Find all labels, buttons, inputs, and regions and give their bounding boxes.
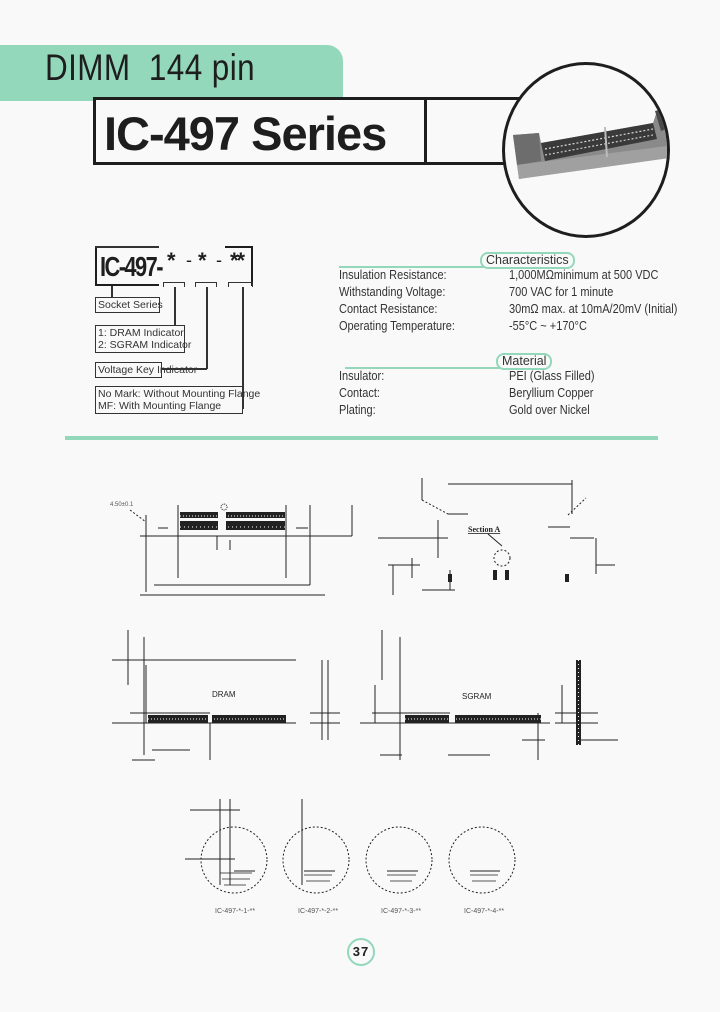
variant-details-drawing [185,799,516,894]
sep-1: - [186,250,192,270]
dram-label: DRAM [212,690,236,699]
material-heading: Material [496,353,553,370]
dram-indicator: 1: DRAM Indicator [98,327,184,339]
part-number-prefix-box: IC-497- [95,246,163,286]
no-flange-option: No Mark: Without Mounting Flange [98,388,261,400]
category-title: DIMM 144 pin [45,47,256,88]
variant-caption-1: IC-497-*-1-** [215,908,256,915]
characteristics-heading: Characteristics [480,252,575,269]
socket-series-box: Socket Series [95,297,163,313]
side-view-drawing: Section A [378,478,615,595]
connector-photo-icon [513,107,667,179]
section-a-label: Section A [468,525,500,534]
field-1: * [167,248,176,273]
voltage-key-box: Voltage Key Indicator [95,362,197,378]
series-title: IC-497 Series [104,107,387,160]
dram-drawing: DRAM [112,630,340,761]
category-tab [0,45,343,101]
section-divider [65,436,658,440]
material-rule [345,367,500,369]
dram-sgram-indicator-box: 1: DRAM Indicator 2: SGRAM Indicator [95,325,192,353]
series-box-extension [427,97,537,165]
variant-caption-3: IC-497-*-3-** [381,908,422,915]
sgram-drawing: SGRAM [360,630,618,760]
svg-text:4.50±0.1: 4.50±0.1 [110,502,134,508]
sep-2: - [216,250,222,270]
series-title-box: IC-497 Series [93,97,427,165]
product-photo [502,62,670,238]
sgram-label: SGRAM [462,692,492,701]
mounting-flange-box: No Mark: Without Mounting Flange MF: Wit… [95,386,261,414]
field-3: ** [230,248,245,273]
page-number: 37 [347,938,375,966]
variant-caption-2: IC-497-*-2-** [298,908,339,915]
variant-caption-4: IC-497-*-4-** [464,908,505,915]
characteristics-rule [339,266,489,268]
part-number-prefix: IC-497- [100,251,163,282]
with-flange-option: MF: With Mounting Flange [98,400,222,412]
sgram-indicator: 2: SGRAM Indicator [98,339,192,351]
top-view-drawing: 4.50±0.1 [110,502,353,596]
field-2: * [198,248,207,273]
